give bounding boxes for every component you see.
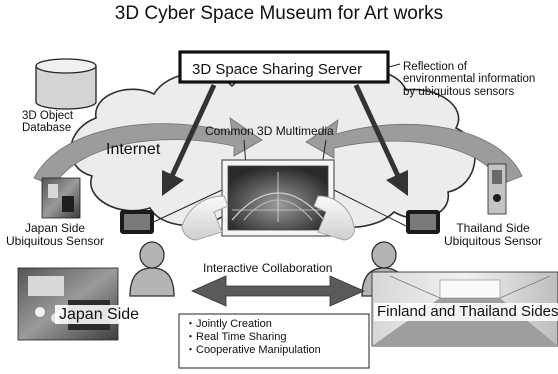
server-reflection-connector [388,63,401,68]
features-list: ・Jointly Creation ・Real Time Sharing ・Co… [185,318,368,357]
finland-thailand-label: Finland and Thailand Sides [374,303,558,322]
double-arrow-icon [191,275,365,307]
feature-item: ・Cooperative Manipulation [185,343,321,356]
thai-sensor-photo [487,163,507,215]
server-label: 3D Space Sharing Server [192,61,363,78]
thai-sensor-line: Thailand Side [456,221,530,235]
database-label-line: Database [22,122,72,135]
reflection-note: Reflection of environmental information … [403,61,535,98]
tablet-icon [406,210,440,234]
database-label-line: 3D Object [22,110,74,122]
thai-sensor-line: Ubiquitous Sensor [444,233,543,248]
japan-site-photo [17,267,119,341]
server-box [178,50,390,84]
reflection-line: by ubiquitous sensors [403,85,515,98]
hand-icon [181,195,355,241]
server-to-tablet-arrows [162,83,408,196]
collaboration-label: Interactive Collaboration [203,261,333,275]
museum-screen [221,159,335,237]
reflection-line: environmental information [403,73,536,86]
japan-sensor-label: Japan Side Ubiquitous Sensor [6,222,104,248]
feature-item: ・Real Time Sharing [185,330,287,343]
diagram-title: 3D Cyber Space Museum for Art works [114,3,444,24]
reflection-line: Reflection of [403,61,467,73]
japan-sensor-photo [41,177,81,219]
internet-label: Internet [106,141,161,158]
feature-item: ・Jointly Creation [185,318,272,330]
common-multimedia-label: Common 3D Multimedia [205,124,334,138]
person-icon [129,241,175,297]
tablet-icon [120,210,154,234]
database-icon [35,58,97,110]
japan-sensor-line: Japan Side [25,221,86,235]
database-label: 3D Object Database [22,110,73,135]
japan-side-label: Japan Side [55,305,144,325]
japan-sensor-line: Ubiquitous Sensor [6,233,105,248]
features-box [178,313,370,369]
thai-sensor-label: Thailand Side Ubiquitous Sensor [444,222,542,248]
sensor-flow-arrows [33,117,523,187]
